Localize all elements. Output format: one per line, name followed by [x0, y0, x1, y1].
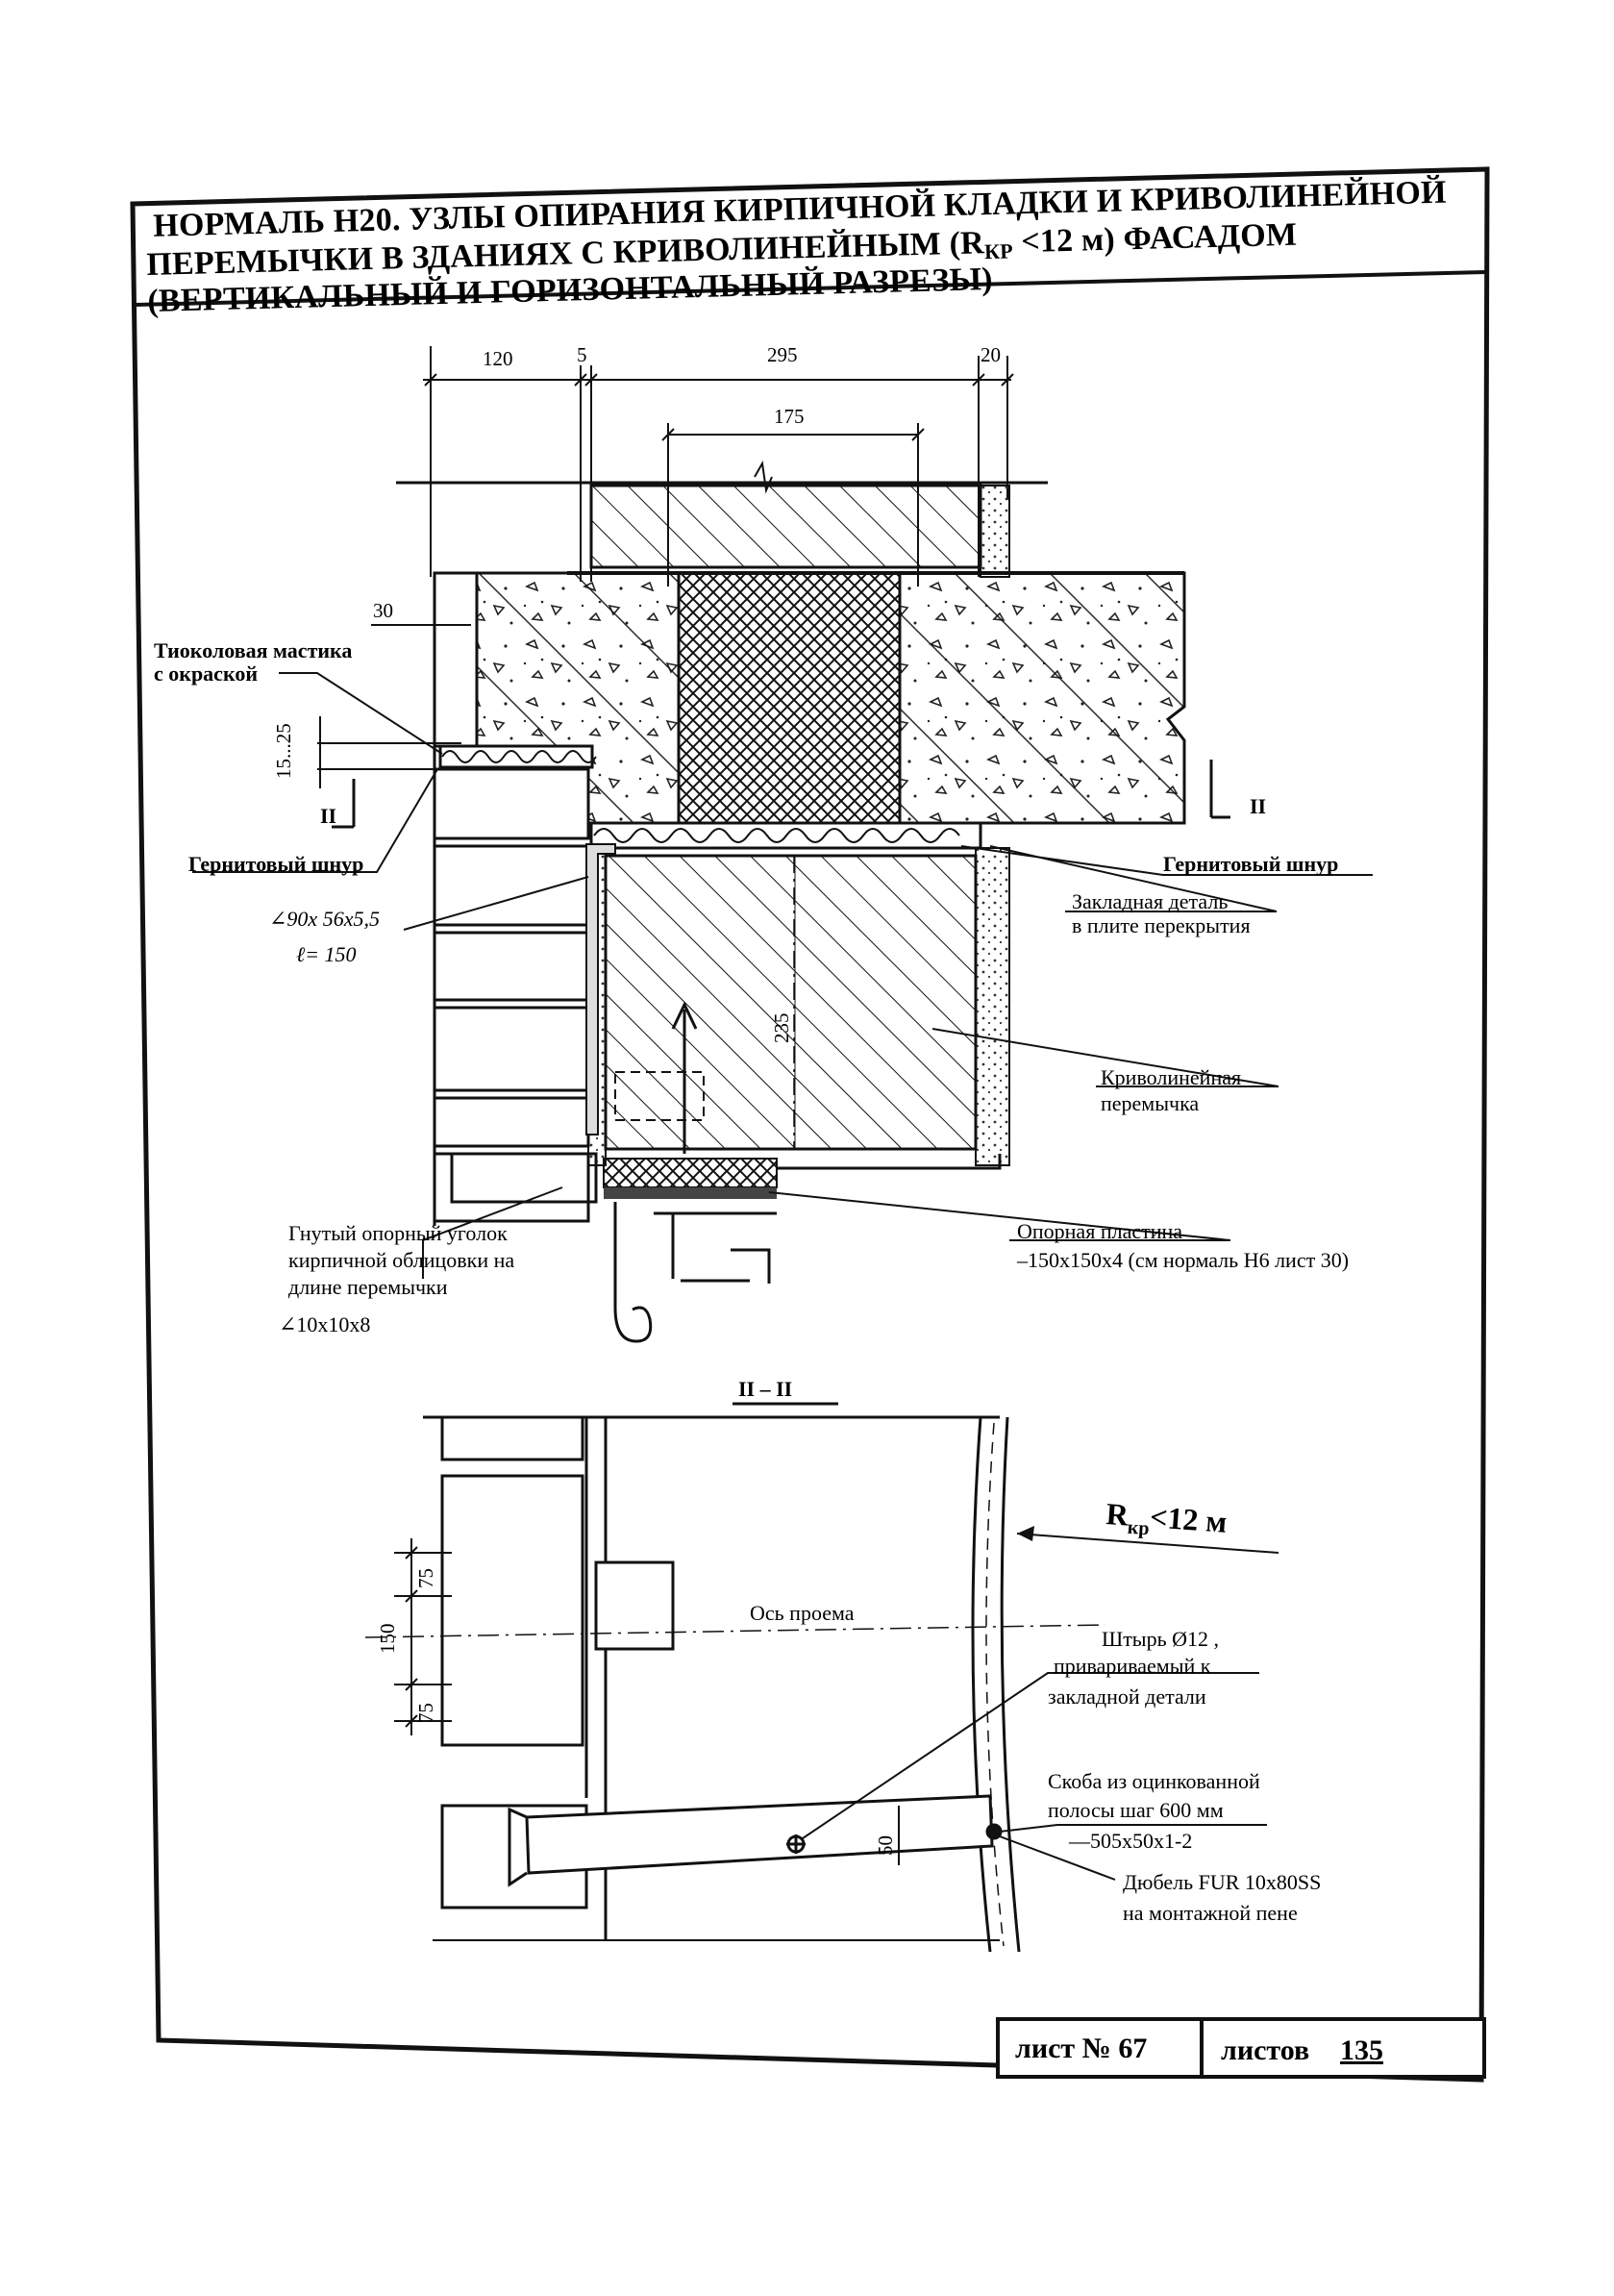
opening-axis — [364, 1624, 1106, 1638]
dim-120: 120 — [483, 347, 513, 370]
section-title-ii: II – II — [738, 1377, 792, 1401]
dim-175: 175 — [774, 405, 805, 428]
dim-50: 50 — [874, 1835, 897, 1856]
svg-text:полосы шаг 600 мм: полосы шаг 600 мм — [1048, 1798, 1224, 1822]
render-layer-right — [975, 847, 1010, 1166]
svg-text:—505х50х1-2: —505х50х1-2 — [1068, 1829, 1192, 1853]
svg-text:на монтажной пене: на монтажной пене — [1123, 1901, 1298, 1925]
label-cord-right: Гернитовый шнур — [1163, 852, 1338, 876]
cut-mark-right: II — [1250, 794, 1266, 818]
leader-lines — [192, 672, 1373, 1279]
sheet-frame — [130, 166, 1490, 2083]
dim-75-bottom: 75 — [414, 1703, 437, 1723]
embedded-part-plan — [594, 1560, 675, 1651]
svg-text:Скоба из оцинкованной: Скоба из оцинкованной — [1048, 1769, 1260, 1793]
render-layer-top — [980, 485, 1010, 578]
dim-20: 20 — [981, 343, 1001, 366]
section-bricks — [440, 1415, 608, 1940]
svg-text:∠90х 56х5,5: ∠90х 56х5,5 — [269, 907, 380, 931]
section-cut-left — [332, 779, 356, 829]
vertical-section: 120 5 295 20 175 — [154, 343, 1373, 1343]
plan-leader-lines — [802, 1672, 1267, 1881]
support-plate — [450, 1152, 1002, 1204]
svg-text:с окраской: с окраской — [154, 661, 258, 686]
cut-mark-left: II — [320, 804, 336, 828]
sheets-label: листов — [1221, 2034, 1309, 2066]
label-cord-left: Гернитовый шнур — [188, 852, 363, 876]
svg-text:привариваемый к: привариваемый к — [1054, 1654, 1211, 1678]
masonry-above — [589, 484, 982, 569]
svg-text:Дюбель FUR 10х80SS: Дюбель FUR 10х80SS — [1123, 1870, 1321, 1894]
svg-text:Закладная деталь: Закладная деталь — [1072, 889, 1228, 913]
svg-text:Тиоколовая мастика: Тиоколовая мастика — [154, 638, 352, 662]
svg-text:Опорная пластина: Опорная пластина — [1017, 1219, 1182, 1243]
label-pin: Штырь Ø12 , привариваемый к закладной де… — [1048, 1627, 1219, 1709]
curved-facade — [971, 1416, 1021, 1953]
svg-text:закладной детали: закладной детали — [1048, 1685, 1206, 1709]
left-dimension-chain — [394, 1538, 452, 1735]
horizontal-section: II – II Rкр<12 м Ось проема — [364, 1377, 1321, 1953]
svg-text:∠10х10х8: ∠10х10х8 — [279, 1312, 370, 1336]
break-mark — [754, 460, 773, 494]
radius-arrow — [1017, 1526, 1034, 1541]
anchor-pin — [671, 1001, 698, 1154]
section-cut-right — [1209, 760, 1230, 819]
embedded-part-outline — [614, 1071, 705, 1121]
footer-stamp: лист № 67 листов 135 — [996, 2017, 1486, 2079]
svg-text:Криволинейная: Криволинейная — [1101, 1065, 1241, 1089]
floor-slab — [475, 571, 1186, 825]
sheets-total: 135 — [1340, 2034, 1383, 2066]
label-opening-axis: Ось проема — [750, 1601, 855, 1625]
dim-150: 150 — [376, 1624, 399, 1655]
radius-label: Rкр<12 м — [1105, 1496, 1228, 1545]
svg-text:Гнутый опорный уголок: Гнутый опорный уголок — [288, 1221, 508, 1245]
svg-text:кирпичной облицовки на: кирпичной облицовки на — [288, 1248, 514, 1272]
brick-facing — [433, 571, 590, 1226]
steel-angle — [585, 843, 616, 1136]
dim-75-top: 75 — [414, 1568, 437, 1588]
zinc-bracket — [508, 1794, 1003, 1887]
label-embedded-part: Закладная деталь в плите перекрытия — [1072, 889, 1251, 937]
svg-text:перемычка: перемычка — [1101, 1091, 1199, 1115]
svg-text:длине перемычки: длине перемычки — [288, 1275, 448, 1299]
insulation-strip — [438, 744, 982, 850]
dim-235: 235 — [770, 1013, 793, 1044]
label-bent-angle: Гнутый опорный уголок кирпичной облицовк… — [279, 1221, 514, 1336]
label-bracket: Скоба из оцинкованной полосы шаг 600 мм … — [1048, 1769, 1260, 1853]
sheet-number: лист № 67 — [1015, 2033, 1147, 2064]
svg-text:–150х150х4 (см нормаль Н6 лис: –150х150х4 (см нормаль Н6 лист 30) — [1016, 1248, 1349, 1272]
svg-text:Штырь Ø12 ,: Штырь Ø12 , — [1102, 1627, 1219, 1651]
dim-5: 5 — [577, 343, 587, 366]
curved-lintel — [604, 854, 978, 1151]
dim-30: 30 — [373, 599, 393, 622]
dim-15-25: 15...25 — [272, 723, 295, 779]
svg-text:в плите перекрытия: в плите перекрытия — [1072, 913, 1251, 937]
label-lintel: Криволинейная перемычка — [1101, 1065, 1241, 1115]
bent-support-angle — [613, 1202, 777, 1343]
dim-295: 295 — [767, 343, 798, 366]
label-support-plate: Опорная пластина –150х150х4 (см нормаль … — [1016, 1219, 1349, 1272]
svg-text:ℓ= 150: ℓ= 150 — [296, 942, 357, 966]
label-angle: ∠90х 56х5,5 ℓ= 150 — [269, 907, 380, 966]
radius-leader — [1016, 1533, 1279, 1554]
label-mastic: Тиоколовая мастика с окраской — [154, 638, 352, 686]
label-dowel: Дюбель FUR 10х80SS на монтажной пене — [1123, 1870, 1321, 1925]
